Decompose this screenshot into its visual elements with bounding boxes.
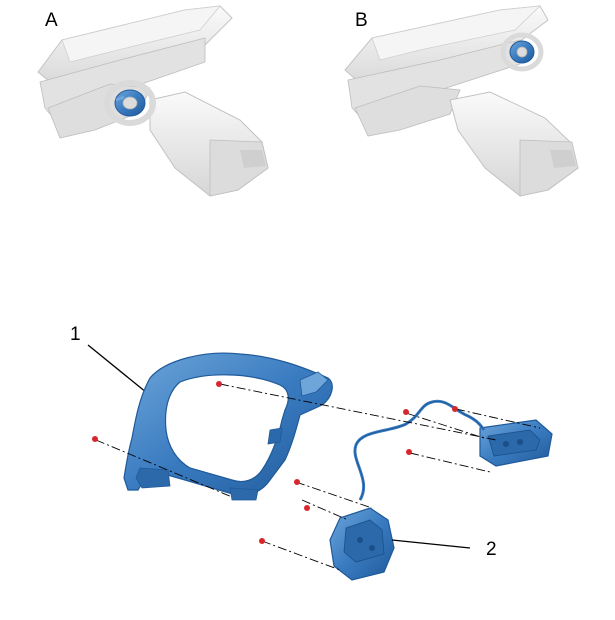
alignment-lines: [95, 383, 541, 571]
screw: [294, 479, 300, 485]
screws: [92, 381, 458, 544]
callout-1-leader: [87, 344, 153, 398]
screw: [259, 538, 265, 544]
screw: [403, 409, 409, 415]
screw: [92, 436, 98, 442]
switch-wire-harness: [353, 399, 486, 501]
callout-2-label: 2: [486, 539, 497, 560]
view-b-dashboard-illustration: [344, 5, 579, 197]
screw: [452, 406, 458, 412]
view-a-dashboard-illustration: [37, 5, 269, 197]
screw: [304, 505, 310, 511]
screw: [216, 381, 222, 387]
steering-pad-cover-part-1: [123, 352, 333, 501]
steering-switch-right: [479, 419, 553, 467]
callout-2-leader: [391, 539, 471, 549]
view-label-a: A: [45, 10, 58, 31]
screw: [406, 449, 412, 455]
callout-1-label: 1: [70, 324, 81, 345]
steering-switch-part-2: [329, 507, 395, 581]
view-label-b: B: [355, 10, 368, 31]
